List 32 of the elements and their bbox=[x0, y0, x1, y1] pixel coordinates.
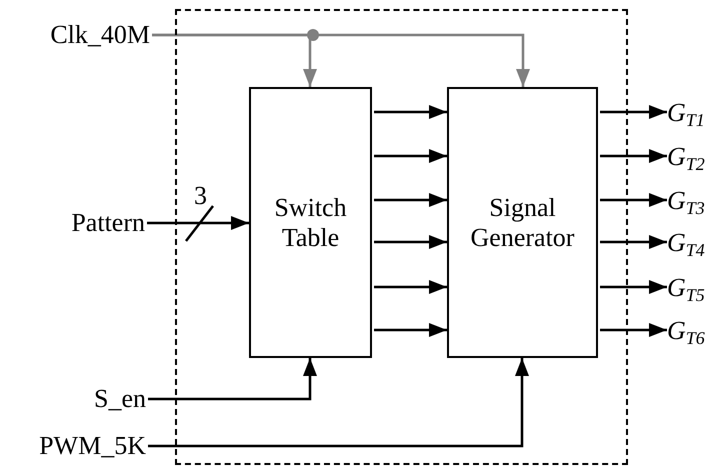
output-signal-label: G$_{T6}$ bbox=[667, 316, 705, 348]
arrow bbox=[600, 235, 667, 249]
input-signal-label: PWM_5K bbox=[39, 431, 146, 461]
input-signal-label: Clk_40M bbox=[50, 20, 150, 50]
arrow bbox=[374, 235, 447, 249]
arrow bbox=[152, 34, 530, 87]
arrow bbox=[148, 358, 529, 448]
arrow bbox=[374, 323, 447, 337]
arrow bbox=[600, 280, 667, 294]
block-title: Signal Generator bbox=[470, 192, 576, 252]
process-box bbox=[447, 87, 598, 358]
input-signal-label: Pattern bbox=[71, 208, 145, 238]
output-signal-label: G$_{T1}$ bbox=[667, 98, 705, 130]
process-box bbox=[249, 87, 372, 358]
arrow bbox=[600, 193, 667, 207]
arrow bbox=[374, 149, 447, 163]
arrow bbox=[148, 358, 317, 400]
input-signal-label: S_en bbox=[94, 384, 146, 414]
arrow bbox=[374, 280, 447, 294]
output-signal-label: G$_{T4}$ bbox=[667, 228, 705, 260]
output-signal-label: G$_{T5}$ bbox=[667, 272, 705, 306]
arrow bbox=[147, 216, 249, 230]
block-title: Switch Table bbox=[273, 192, 348, 252]
output-signal-label: G$_{T2}$ bbox=[667, 142, 705, 174]
arrow bbox=[600, 149, 667, 163]
arrow bbox=[600, 105, 667, 119]
arrow bbox=[374, 105, 447, 119]
arrow bbox=[600, 323, 667, 337]
dashed-boundary bbox=[175, 9, 628, 465]
arrow bbox=[374, 193, 447, 207]
bus-width-label: 3 bbox=[194, 183, 207, 209]
output-signal-label: G$_{T3}$ bbox=[667, 186, 705, 218]
